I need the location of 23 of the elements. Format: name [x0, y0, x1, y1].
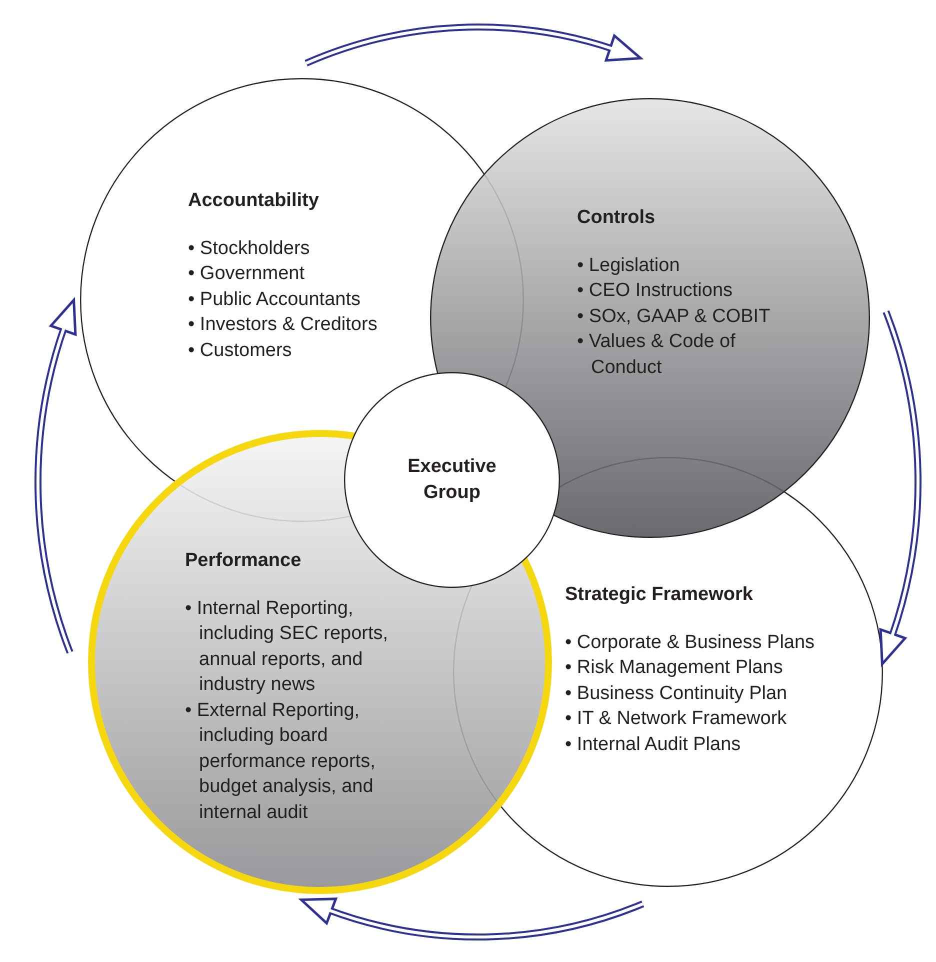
bullet-item: • Stockholders — [188, 236, 311, 260]
bullet-item: • Legislation — [577, 254, 681, 278]
bullet-item: • Business Continuity Plan — [565, 682, 788, 706]
bullet-item: • Investors & Creditors — [188, 313, 378, 337]
bullet-item: • Values & Code of Conduct — [577, 330, 736, 380]
circle-heading: Controls — [577, 206, 656, 230]
bullet-item: • SOx, GAAP & COBIT — [577, 304, 772, 328]
bullet-item: • Customers — [188, 338, 293, 362]
bullet-item: • CEO Instructions — [577, 279, 734, 303]
circle-heading: Strategic Framework — [565, 583, 754, 607]
circle-heading: Performance — [185, 549, 302, 573]
circle — [344, 372, 560, 588]
bullet-item: • Internal Audit Plans — [565, 732, 742, 756]
bullet-item: • Corporate & Business Plans — [565, 630, 816, 654]
bullet-item: • Public Accountants — [188, 288, 362, 312]
bullet-item: • External Reporting, including board performance reports, budget analysis, and internal audit — [185, 698, 376, 824]
circle — [88, 430, 552, 894]
bullet-item: • Government — [188, 262, 306, 286]
bullet-item: • Risk Management Plans — [565, 656, 784, 680]
bullet-item: • IT & Network Framework — [565, 707, 788, 731]
circle-heading: Executive Group — [406, 455, 498, 504]
bullet-item: • Internal Reporting, including SEC reports, annual reports, and industry news — [185, 596, 390, 697]
circle-heading: Accountability — [188, 189, 320, 213]
